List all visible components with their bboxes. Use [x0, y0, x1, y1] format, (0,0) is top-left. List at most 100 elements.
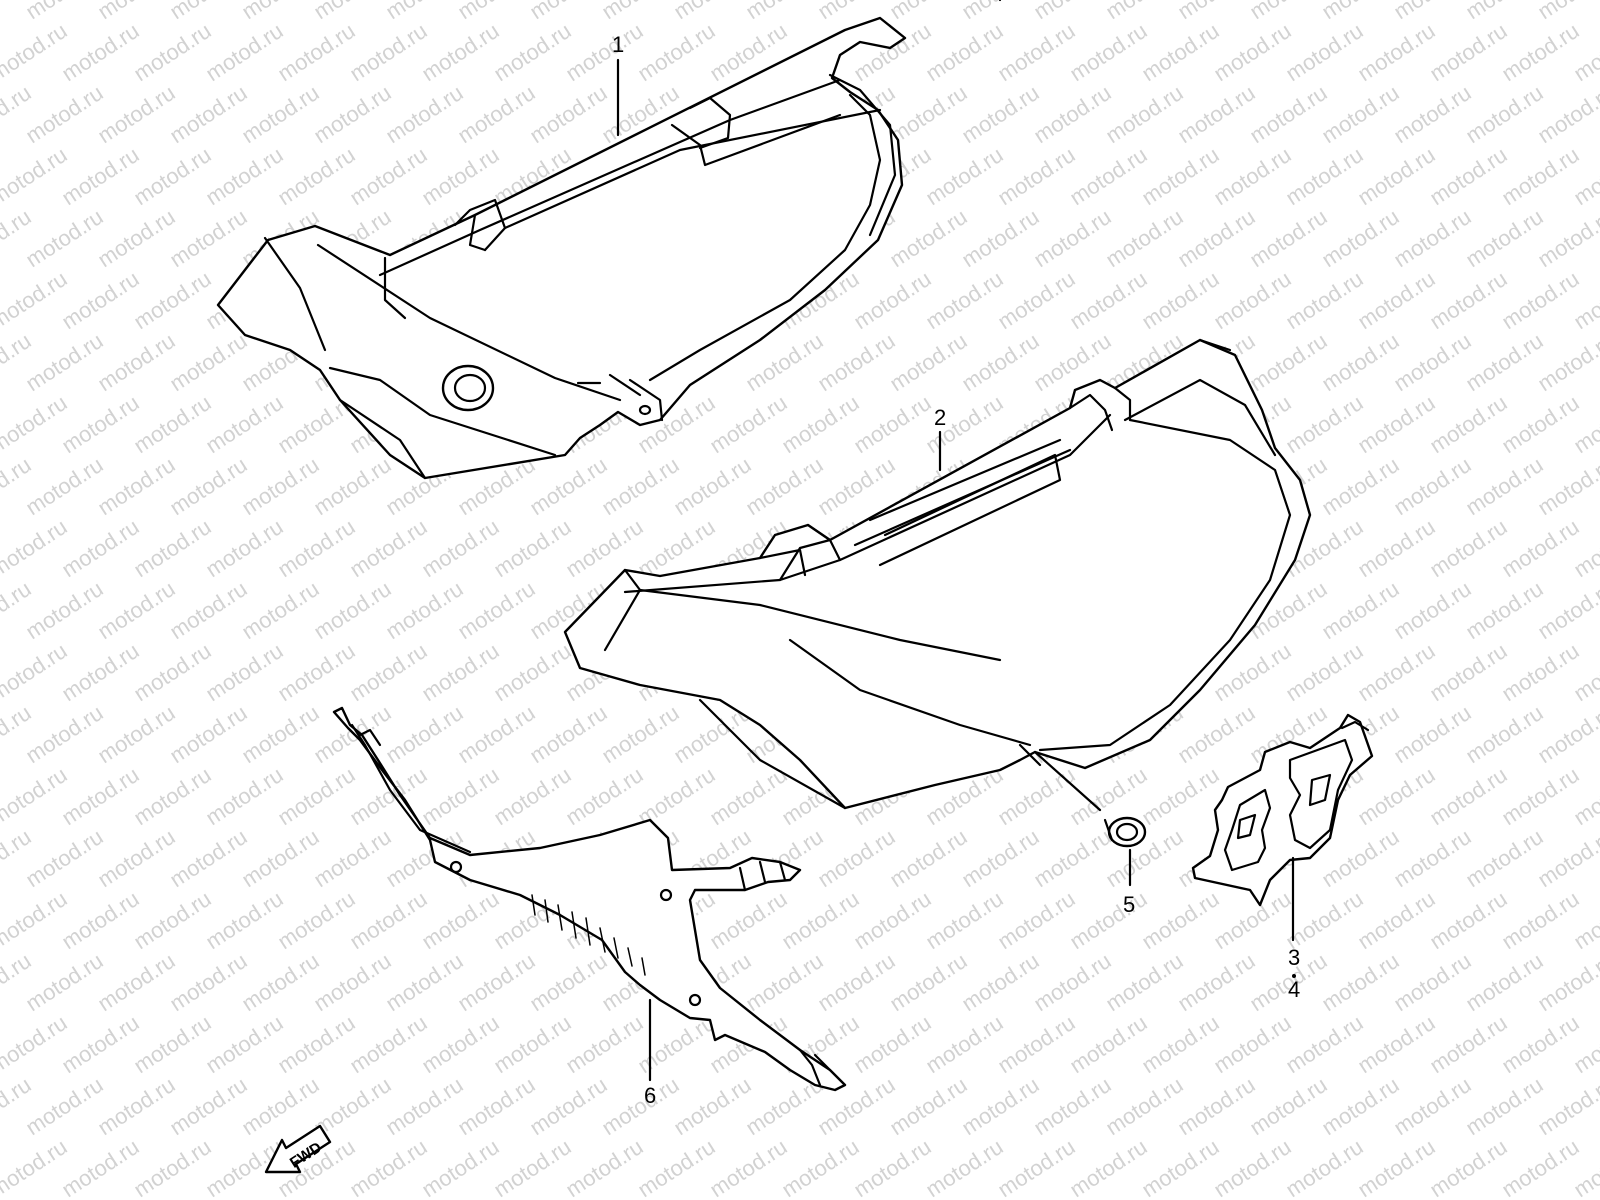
watermark-text: motod.ru: [57, 1010, 143, 1078]
watermark-text: motod.ru: [165, 948, 251, 1016]
watermark-text: motod.ru: [0, 1010, 72, 1078]
watermark-text: motod.ru: [1533, 948, 1600, 1016]
watermark-text: motod.ru: [57, 514, 143, 582]
watermark-text: motod.ru: [273, 18, 359, 86]
watermark-text: motod.ru: [993, 1010, 1079, 1078]
watermark-text: motod.ru: [489, 514, 575, 582]
screw: [1033, 750, 1147, 848]
watermark-text: motod.ru: [201, 762, 287, 830]
watermark-text: motod.ru: [21, 80, 107, 148]
watermark-text: motod.ru: [633, 1134, 719, 1200]
watermark-text: motod.ru: [1317, 1072, 1403, 1140]
watermark-text: motod.ru: [453, 1072, 539, 1140]
watermark-text: motod.ru: [381, 948, 467, 1016]
watermark-text: motod.ru: [1497, 514, 1583, 582]
watermark-text: motod.ru: [597, 452, 683, 520]
watermark-text: motod.ru: [1281, 390, 1367, 458]
watermark-text: motod.ru: [93, 80, 179, 148]
watermark-text: motod.ru: [453, 948, 539, 1016]
watermark-text: motod.ru: [273, 514, 359, 582]
watermark-text: motod.ru: [1101, 1072, 1187, 1140]
watermark-text: motod.ru: [417, 1010, 503, 1078]
watermark-text: motod.ru: [201, 142, 287, 210]
watermark-text: motod.ru: [309, 576, 395, 644]
watermark-text: motod.ru: [525, 452, 611, 520]
watermark-text: motod.ru: [0, 142, 72, 210]
callout-separator-dot: [1292, 974, 1296, 978]
watermark-text: motod.ru: [21, 1072, 107, 1140]
watermark-text: motod.ru: [1173, 1072, 1259, 1140]
watermark-text: motod.ru: [345, 1134, 431, 1200]
watermark-text: motod.ru: [417, 638, 503, 706]
watermark-text: motod.ru: [597, 1072, 683, 1140]
watermark-text: motod.ru: [201, 514, 287, 582]
watermark-text: motod.ru: [129, 762, 215, 830]
watermark-text: motod.ru: [129, 266, 215, 334]
cover-bracket: [332, 706, 847, 1092]
watermark-text: motod.ru: [0, 638, 72, 706]
watermark-text: motod.ru: [993, 266, 1079, 334]
watermark-text: motod.ru: [1461, 824, 1547, 892]
watermark-text: motod.ru: [417, 762, 503, 830]
watermark-text: motod.ru: [1137, 1134, 1223, 1200]
watermark-text: motod.ru: [1245, 204, 1331, 272]
watermark-text: motod.ru: [1317, 452, 1403, 520]
watermark-text: motod.ru: [1389, 1072, 1475, 1140]
callout-1: 1: [612, 32, 624, 57]
watermark-text: motod.ru: [1461, 328, 1547, 396]
watermark-text: motod.ru: [93, 948, 179, 1016]
watermark-text: motod.ru: [705, 762, 791, 830]
watermark-text: motod.ru: [1461, 204, 1547, 272]
watermark-text: motod.ru: [309, 452, 395, 520]
watermark-text: motod.ru: [1389, 700, 1475, 768]
watermark-text: motod.ru: [1533, 700, 1600, 768]
watermark-text: motod.ru: [849, 1010, 935, 1078]
watermark-text: motod.ru: [417, 886, 503, 954]
watermark-text: motod.ru: [1029, 824, 1115, 892]
watermark-text: motod.ru: [777, 390, 863, 458]
watermark-text: motod.ru: [1101, 948, 1187, 1016]
watermark-text: motod.ru: [813, 948, 899, 1016]
watermark-text: motod.ru: [1353, 514, 1439, 582]
watermark-text: motod.ru: [129, 514, 215, 582]
watermark-text: motod.ru: [1317, 328, 1403, 396]
watermark-text: motod.ru: [0, 18, 72, 86]
watermark-text: motod.ru: [1425, 762, 1511, 830]
watermark-text: motod.ru: [381, 1072, 467, 1140]
watermark-text: motod.ru: [957, 204, 1043, 272]
watermark-text: motod.ru: [0, 762, 72, 830]
watermark-text: motod.ru: [1173, 80, 1259, 148]
watermark-text: motod.ru: [1461, 1072, 1547, 1140]
watermark-text: motod.ru: [453, 700, 539, 768]
watermark-text: motod.ru: [1533, 1072, 1600, 1140]
watermark-text: motod.ru: [1497, 390, 1583, 458]
watermark-text: motod.ru: [1065, 1010, 1151, 1078]
watermark-text: motod.ru: [1245, 1072, 1331, 1140]
watermark-text: motod.ru: [201, 390, 287, 458]
watermark-text: motod.ru: [993, 142, 1079, 210]
watermark-text: motod.ru: [1209, 886, 1295, 954]
emblem: [1191, 713, 1374, 907]
watermark-text: motod.ru: [1173, 700, 1259, 768]
watermark-text: motod.ru: [885, 1072, 971, 1140]
watermark-text: motod.ru: [885, 328, 971, 396]
watermark-text: motod.ru: [1101, 80, 1187, 148]
watermark-text: motod.ru: [165, 824, 251, 892]
watermark-text: motod.ru: [1389, 452, 1475, 520]
watermark-text: motod.ru: [57, 142, 143, 210]
watermark-text: motod.ru: [21, 824, 107, 892]
watermark-text: motod.ru: [0, 514, 72, 582]
watermark-text: motod.ru: [1389, 824, 1475, 892]
watermark-text: motod.ru: [921, 886, 1007, 954]
watermark-text: motod.ru: [1461, 452, 1547, 520]
watermark-text: motod.ru: [669, 452, 755, 520]
watermark-text: motod.ru: [885, 204, 971, 272]
watermark-text: motod.ru: [165, 1072, 251, 1140]
watermark-text: motod.ru: [1281, 266, 1367, 334]
watermark-text: motod.ru: [993, 1134, 1079, 1200]
watermark-text: motod.ru: [1533, 328, 1600, 396]
watermark-text: motod.ru: [1497, 142, 1583, 210]
callout-2: 2: [934, 405, 946, 430]
watermark-text: motod.ru: [957, 1072, 1043, 1140]
watermark-text: motod.ru: [489, 1010, 575, 1078]
